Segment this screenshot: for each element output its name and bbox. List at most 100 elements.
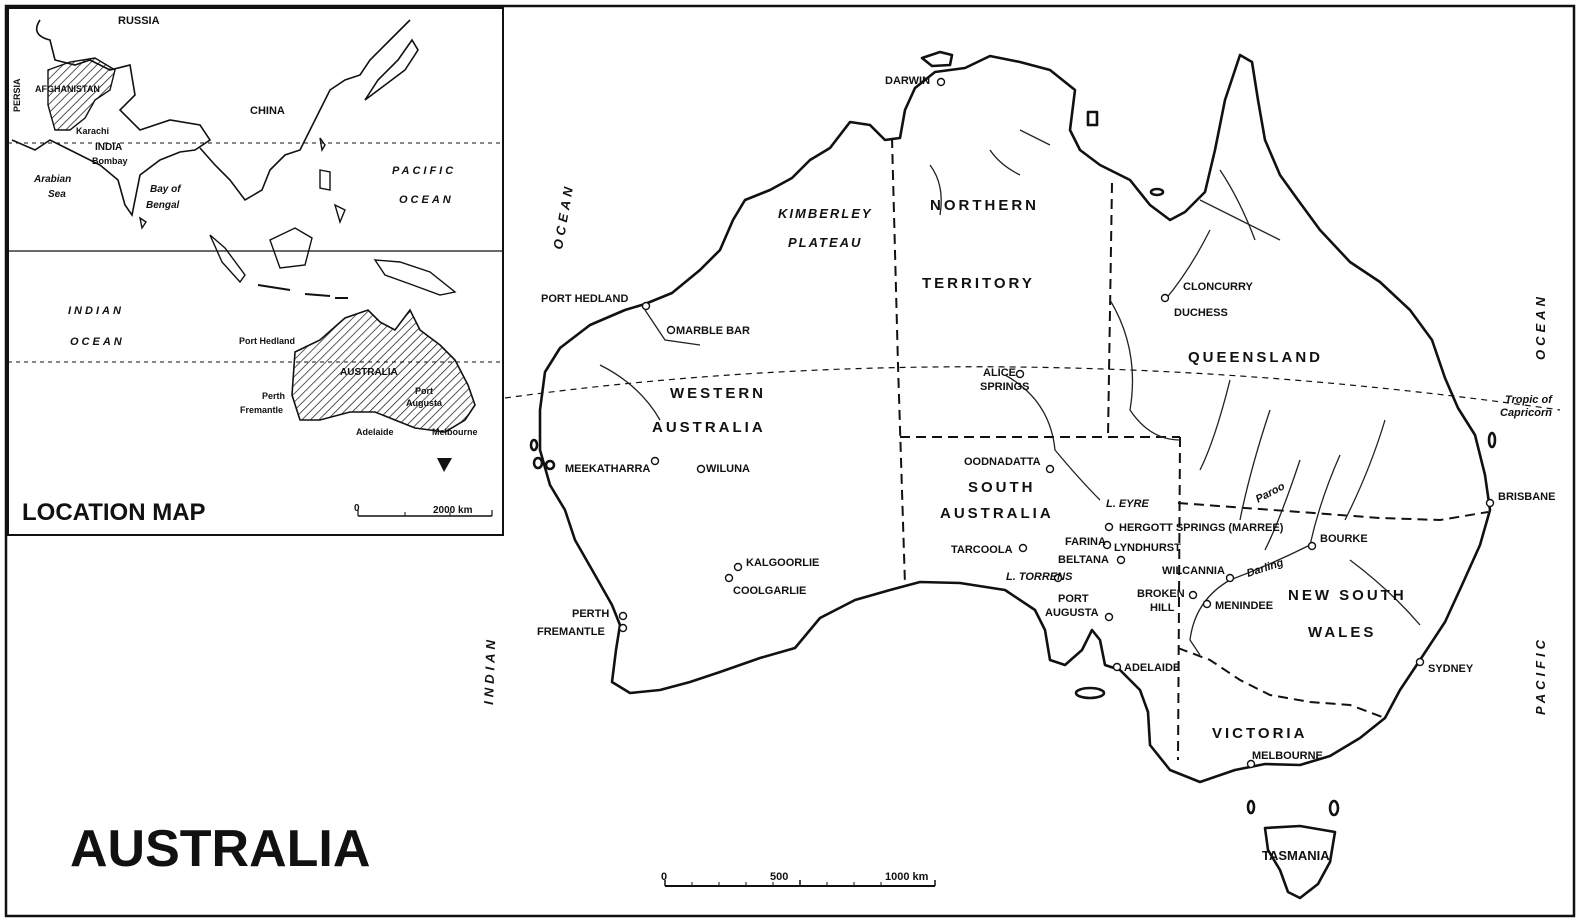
- label-oodnadatta: OODNADATTA: [964, 456, 1041, 468]
- town-wiluna: [696, 464, 706, 474]
- label-new-south-wales-1: NEW SOUTH: [1288, 587, 1407, 604]
- label-wilcannia: WILCANNIA: [1162, 565, 1225, 577]
- label-new-south-wales-2: WALES: [1308, 624, 1376, 641]
- inset-label-indian-1: INDIAN: [68, 305, 124, 317]
- label-farina: FARINA: [1065, 536, 1106, 548]
- label-marble-bar: MARBLE BAR: [676, 325, 750, 337]
- inset-label-perth: Perth: [262, 391, 285, 401]
- inset-label-india: INDIA: [95, 142, 122, 153]
- inset-afghanistan: [47, 57, 116, 131]
- town-brisbane: [1485, 498, 1495, 508]
- inset-japan: [364, 38, 419, 101]
- label-perth: PERTH: [572, 608, 609, 620]
- label-tropic-1: Tropic of: [1505, 394, 1553, 406]
- label-victoria: VICTORIA: [1212, 725, 1307, 742]
- label-bourke: BOURKE: [1320, 533, 1368, 545]
- label-port-augusta-1: PORT: [1058, 593, 1089, 605]
- town-adelaide: [1112, 662, 1122, 672]
- inset-new-guinea: [373, 259, 457, 296]
- town-lyndhurst: [1102, 540, 1112, 550]
- town-cloncurry: [1160, 293, 1170, 303]
- border-qld-nsw: [1177, 502, 1489, 522]
- tasmania-island: [1263, 824, 1337, 900]
- town-markers: [618, 77, 1495, 769]
- inset-label-bombay: Bombay: [92, 156, 128, 166]
- scale-mid: 500: [770, 871, 788, 883]
- scale-end: 1000 km: [885, 871, 929, 883]
- label-fremantle: FREMANTLE: [537, 626, 605, 638]
- inset-label-port-augusta-1: Port: [415, 386, 433, 396]
- melville-island: [920, 50, 954, 68]
- town-meekatharra: [650, 456, 660, 466]
- label-darwin: DARWIN: [885, 75, 930, 87]
- inset-tasmania: [437, 458, 452, 472]
- town-beltana: [1116, 555, 1126, 565]
- label-northern-territory-2: TERRITORY: [922, 275, 1035, 292]
- town-menindee: [1202, 599, 1212, 609]
- inset-java: [257, 284, 348, 299]
- label-south-australia-1: SOUTH: [968, 479, 1036, 496]
- inset-scale-zero: 0: [354, 503, 360, 514]
- inset-label-china: CHINA: [250, 105, 285, 117]
- inset-label-port-hedland: Port Hedland: [239, 336, 295, 346]
- label-sydney: SYDNEY: [1428, 663, 1474, 675]
- west-islet-1: [529, 438, 539, 452]
- town-alice-springs: [1015, 369, 1025, 379]
- label-menindee: MENINDEE: [1215, 600, 1273, 612]
- inset-label-bay-2: Bengal: [146, 200, 180, 211]
- inset-label-pacific-2: OCEAN: [399, 194, 454, 206]
- inset-borneo: [269, 227, 313, 269]
- label-tropic-2: Capricorn: [1500, 407, 1552, 419]
- label-broken-2: HILL: [1150, 602, 1175, 614]
- inset-label-arabian-1: Arabian: [33, 174, 71, 185]
- inset-label-persia: PERSIA: [12, 78, 22, 112]
- inset-label-russia: RUSSIA: [118, 15, 160, 27]
- inset-scale-bar: 0 2000 km: [354, 503, 493, 517]
- inset-label-port-augusta-2: Augusta: [406, 398, 443, 408]
- label-brisbane: BRISBANE: [1498, 491, 1555, 503]
- town-bourke: [1307, 541, 1317, 551]
- label-broken-1: BROKEN: [1137, 588, 1185, 600]
- inset-taiwan: [319, 137, 326, 152]
- kangaroo-island: [1074, 686, 1106, 700]
- town-port-hedland: [641, 301, 651, 311]
- label-western-australia-1: WESTERN: [670, 385, 766, 402]
- label-lake-torrens: L. TORRENS: [1006, 571, 1073, 583]
- town-kalgoorlie: [733, 562, 743, 572]
- inset-east-asia-coast: [199, 19, 411, 202]
- inset-label-fremantle: Fremantle: [240, 405, 283, 415]
- west-islet-3: [544, 459, 556, 471]
- inset-sumatra: [209, 234, 246, 284]
- town-hergott: [1104, 522, 1114, 532]
- label-northern-territory-1: NORTHERN: [930, 197, 1039, 214]
- label-port-hedland: PORT HEDLAND: [541, 293, 628, 305]
- label-pacific-vertical: PACIFIC: [1533, 636, 1548, 715]
- label-melbourne: MELBOURNE: [1252, 750, 1323, 762]
- label-lake-eyre: L. EYRE: [1106, 498, 1149, 510]
- town-perth: [618, 611, 628, 621]
- inset-sri-lanka: [138, 216, 147, 230]
- groote-island: [1086, 110, 1099, 127]
- inset-scale-label: 2000 km: [433, 505, 473, 516]
- label-western-australia-2: AUSTRALIA: [652, 419, 766, 436]
- town-port-augusta: [1104, 612, 1114, 622]
- label-adelaide: ADELAIDE: [1124, 662, 1180, 674]
- town-torrens: [1053, 573, 1063, 583]
- inset-philippines: [319, 169, 346, 225]
- town-darwin: [936, 77, 946, 87]
- label-indian-vertical: INDIAN: [481, 636, 498, 705]
- label-duchess: DUCHESS: [1174, 307, 1228, 319]
- inset-label-karachi: Karachi: [76, 126, 109, 136]
- tropic-of-capricorn: [504, 366, 1561, 411]
- label-beltana: BELTANA: [1058, 554, 1109, 566]
- label-port-augusta-2: AUGUSTA: [1045, 607, 1099, 619]
- west-islet-2: [532, 456, 544, 470]
- label-kimberley-2: PLATEAU: [788, 235, 862, 250]
- flinders-island: [1328, 799, 1340, 817]
- fraser-island: [1487, 431, 1497, 449]
- king-island: [1246, 799, 1256, 815]
- town-tarcoola: [1018, 543, 1028, 553]
- scale-zero: 0: [661, 871, 667, 883]
- label-hergott: HERGOTT SPRINGS (MARREE): [1119, 522, 1284, 534]
